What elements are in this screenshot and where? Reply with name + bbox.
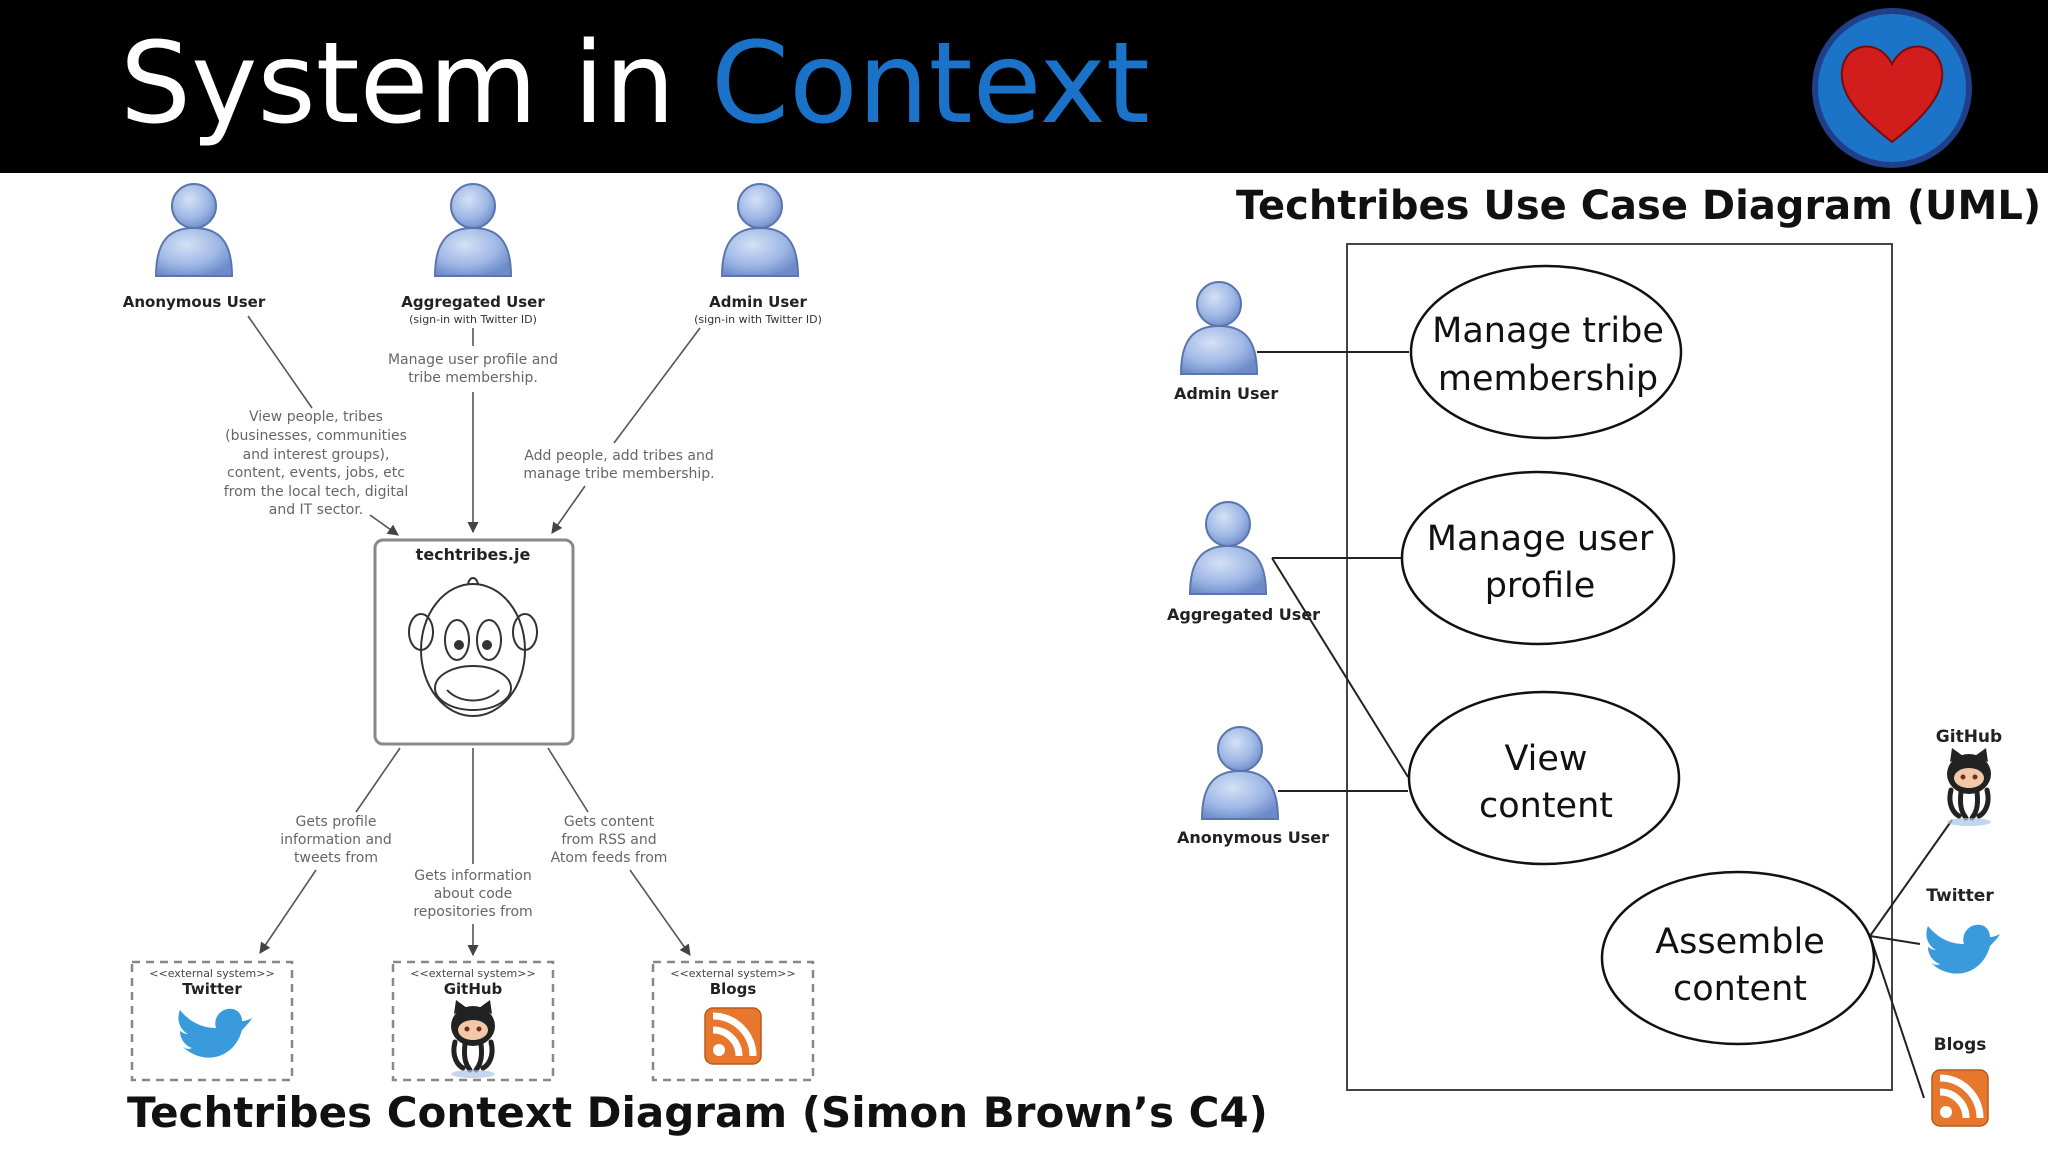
ctx-label-aggregated-1: Manage user profile and [388, 352, 558, 368]
ctx-aggregated-name: Aggregated User [401, 293, 545, 311]
uml-usecase-3-line2: content [1479, 786, 1613, 826]
ctx-arrow-admin [551, 485, 586, 534]
ctx-label-github-1: Gets information [414, 868, 532, 884]
uml-usecase-4-line1: Assemble [1655, 922, 1825, 962]
uml-usecase-2-line1: Manage user [1427, 519, 1654, 559]
uml-usecase-4-line2: content [1673, 969, 1807, 1009]
ctx-external-twitter: <<external system>> Twitter [130, 960, 294, 1082]
context-diagram: Anonymous User Aggregated User (sign-in … [123, 183, 822, 1082]
uml-anonymous-person-icon [1201, 726, 1279, 820]
ctx-actor-admin: Admin User (sign-in with Twitter ID) [694, 183, 822, 326]
rss-icon [705, 1008, 761, 1064]
ctx-anonymous-name: Anonymous User [123, 293, 266, 311]
use-case-diagram-title: Techtribes Use Case Diagram (UML) [1236, 183, 2042, 229]
uml-admin-person-icon [1180, 281, 1258, 375]
context-diagram-caption: Techtribes Context Diagram (Simon Brown’… [127, 1088, 1268, 1137]
ctx-admin-person-icon [721, 183, 799, 277]
ctx-system-box: techtribes.je [373, 538, 575, 746]
rss-icon [1932, 1070, 1988, 1126]
uml-actor-admin: Admin User [1174, 281, 1278, 403]
use-case-diagram: Admin User Aggregated User Anonymous Use… [1167, 243, 2002, 1126]
ctx-arrow-blogs [629, 869, 691, 956]
uml-usecase-1-line1: Manage tribe [1432, 311, 1664, 351]
uml-admin-name: Admin User [1174, 384, 1278, 403]
title-part2: Context [710, 19, 1150, 149]
ctx-label-anonymous-5: from the local tech, digital [224, 484, 409, 500]
uml-assoc-aggregated-view [1271, 557, 1409, 778]
ctx-blogs-name: Blogs [710, 980, 757, 998]
twitter-bird-icon [178, 1008, 252, 1058]
uml-actor-aggregated: Aggregated User [1167, 501, 1320, 624]
ctx-twitter-name: Twitter [182, 980, 242, 998]
uml-external-twitter: Twitter [1926, 886, 2000, 974]
uml-aggregated-name: Aggregated User [1167, 605, 1320, 624]
ctx-arrow-anonymous [369, 514, 399, 536]
uml-blogs-name: Blogs [1934, 1035, 1987, 1055]
uml-assoc-assemble-github [1869, 819, 1953, 937]
ctx-label-anonymous-1: View people, tribes [249, 409, 383, 425]
ctx-github-name: GitHub [444, 980, 503, 998]
monkey-icon [408, 577, 538, 717]
ctx-label-anonymous-6: and IT sector. [269, 502, 364, 518]
ctx-external-github: <<external system>> GitHub [391, 960, 555, 1082]
ctx-github-stereotype: <<external system>> [410, 967, 535, 980]
ctx-anonymous-person-icon [155, 183, 233, 277]
uml-usecase-manage-tribe: Manage tribe membership [1409, 264, 1683, 440]
twitter-bird-icon [1926, 924, 2000, 974]
ctx-label-blogs-3: Atom feeds from [551, 850, 668, 866]
ctx-blogs-stereotype: <<external system>> [670, 967, 795, 980]
ctx-actor-aggregated: Aggregated User (sign-in with Twitter ID… [401, 183, 545, 326]
ctx-line-twitter-a [355, 747, 401, 813]
ctx-line-blogs-a [547, 747, 589, 813]
ctx-label-aggregated-2: tribe membership. [408, 370, 538, 386]
ctx-line-admin-a [613, 327, 701, 444]
uml-usecase-2-line2: profile [1485, 566, 1596, 606]
ctx-label-anonymous-2: (businesses, communities [225, 428, 407, 444]
ctx-label-twitter-3: tweets from [294, 850, 378, 866]
uml-anonymous-name: Anonymous User [1177, 828, 1329, 847]
github-octocat-icon [1947, 748, 1991, 826]
ctx-arrow-twitter [259, 869, 317, 954]
ctx-label-blogs-1: Gets content [564, 814, 655, 830]
uml-usecase-manage-profile: Manage user profile [1400, 470, 1676, 646]
uml-aggregated-person-icon [1189, 501, 1267, 595]
uml-actor-anonymous: Anonymous User [1177, 726, 1329, 847]
uml-twitter-name: Twitter [1926, 886, 1994, 906]
github-octocat-icon [451, 1000, 495, 1078]
ctx-twitter-stereotype: <<external system>> [149, 967, 274, 980]
uml-github-name: GitHub [1936, 727, 2002, 747]
ctx-label-twitter-1: Gets profile [296, 814, 377, 830]
ctx-aggregated-note: (sign-in with Twitter ID) [409, 313, 537, 326]
uml-assoc-assemble-blogs [1869, 935, 1925, 1099]
ctx-system-name: techtribes.je [416, 545, 531, 564]
ctx-label-admin-1: Add people, add tribes and [524, 448, 713, 464]
title-part1: System in [120, 19, 676, 149]
ctx-label-anonymous-3: and interest groups), [243, 447, 390, 463]
ctx-label-github-2: about code [434, 886, 513, 902]
uml-external-github: GitHub [1936, 727, 2002, 826]
uml-usecase-3-line1: View [1504, 739, 1587, 779]
heart-icon [1812, 8, 1972, 168]
slide-header [0, 0, 2048, 173]
ctx-external-blogs: <<external system>> Blogs [651, 960, 815, 1082]
ctx-actor-anonymous: Anonymous User [123, 183, 266, 311]
ctx-aggregated-person-icon [434, 183, 512, 277]
slide-title: System in Context [120, 14, 1150, 154]
ctx-label-twitter-2: information and [280, 832, 392, 848]
ctx-label-github-3: repositories from [413, 904, 532, 920]
ctx-label-admin-2: manage tribe membership. [523, 466, 714, 482]
uml-usecase-assemble-content: Assemble content [1600, 870, 1876, 1046]
uml-usecase-view-content: View content [1407, 690, 1681, 866]
uml-usecase-1-line2: membership [1438, 359, 1658, 399]
uml-external-blogs: Blogs [1932, 1035, 1988, 1126]
ctx-admin-note: (sign-in with Twitter ID) [694, 313, 822, 326]
ctx-label-anonymous-4: content, events, jobs, etc [227, 465, 405, 481]
ctx-line-anonymous-a [247, 315, 313, 409]
uml-assoc-assemble-twitter [1869, 935, 1921, 945]
ctx-admin-name: Admin User [709, 293, 807, 311]
ctx-label-blogs-2: from RSS and [561, 832, 656, 848]
